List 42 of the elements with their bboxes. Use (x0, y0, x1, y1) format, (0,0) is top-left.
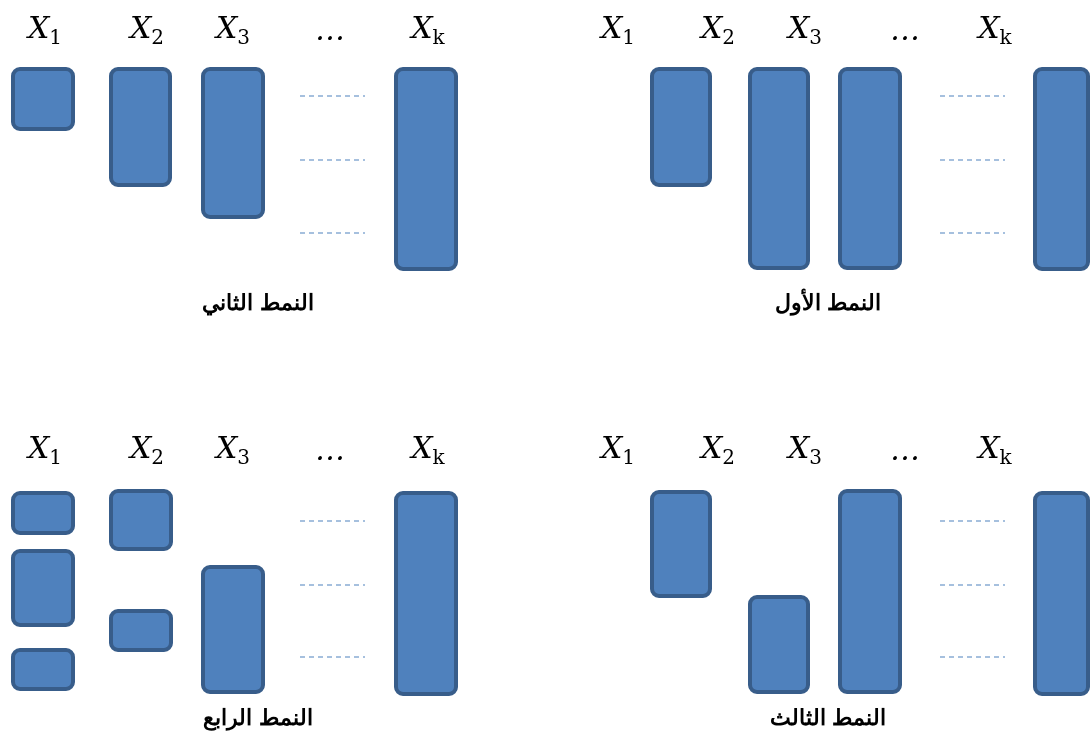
bar-box (650, 67, 712, 187)
ellipsis: … (890, 435, 920, 465)
ellipsis: … (315, 435, 345, 465)
bar-box (201, 565, 265, 694)
bar-box (109, 609, 173, 652)
variable-label: X$_{2}$ (700, 433, 736, 467)
variable-label: X$_{3}$ (215, 433, 251, 467)
ellipsis: … (315, 15, 345, 45)
variable-label: X$_{1}$ (27, 433, 63, 467)
variable-label: X$_{k}$ (978, 13, 1012, 47)
pattern-caption: النمط الرابع (203, 707, 313, 729)
variable-label: X$_{k}$ (411, 433, 445, 467)
bar-box (11, 67, 75, 131)
variable-label: X$_{1}$ (600, 433, 636, 467)
bar-box (748, 595, 810, 694)
variable-label: X$_{2}$ (129, 13, 165, 47)
variable-label: X$_{k}$ (978, 433, 1012, 467)
bar-box (1033, 67, 1090, 271)
variable-label: X$_{2}$ (129, 433, 165, 467)
variable-label: X$_{3}$ (787, 433, 823, 467)
bar-box (1033, 491, 1090, 696)
bar-box (11, 549, 75, 627)
variable-label: X$_{3}$ (787, 13, 823, 47)
bar-box (109, 67, 172, 187)
pattern-caption: النمط الثاني (202, 292, 314, 314)
bar-box (650, 490, 712, 598)
variable-label: X$_{k}$ (411, 13, 445, 47)
bar-box (394, 491, 458, 696)
bar-box (838, 67, 902, 270)
bar-box (11, 491, 75, 535)
bar-box (201, 67, 265, 219)
variable-label: X$_{2}$ (700, 13, 736, 47)
variable-label: X$_{3}$ (215, 13, 251, 47)
variable-label: X$_{1}$ (27, 13, 63, 47)
bar-box (748, 67, 810, 270)
ellipsis: … (890, 15, 920, 45)
bar-box (838, 489, 902, 694)
bar-box (394, 67, 458, 271)
variable-label: X$_{1}$ (600, 13, 636, 47)
pattern-caption: النمط الثالث (769, 707, 887, 729)
bar-box (109, 489, 173, 551)
bar-box (11, 648, 75, 691)
